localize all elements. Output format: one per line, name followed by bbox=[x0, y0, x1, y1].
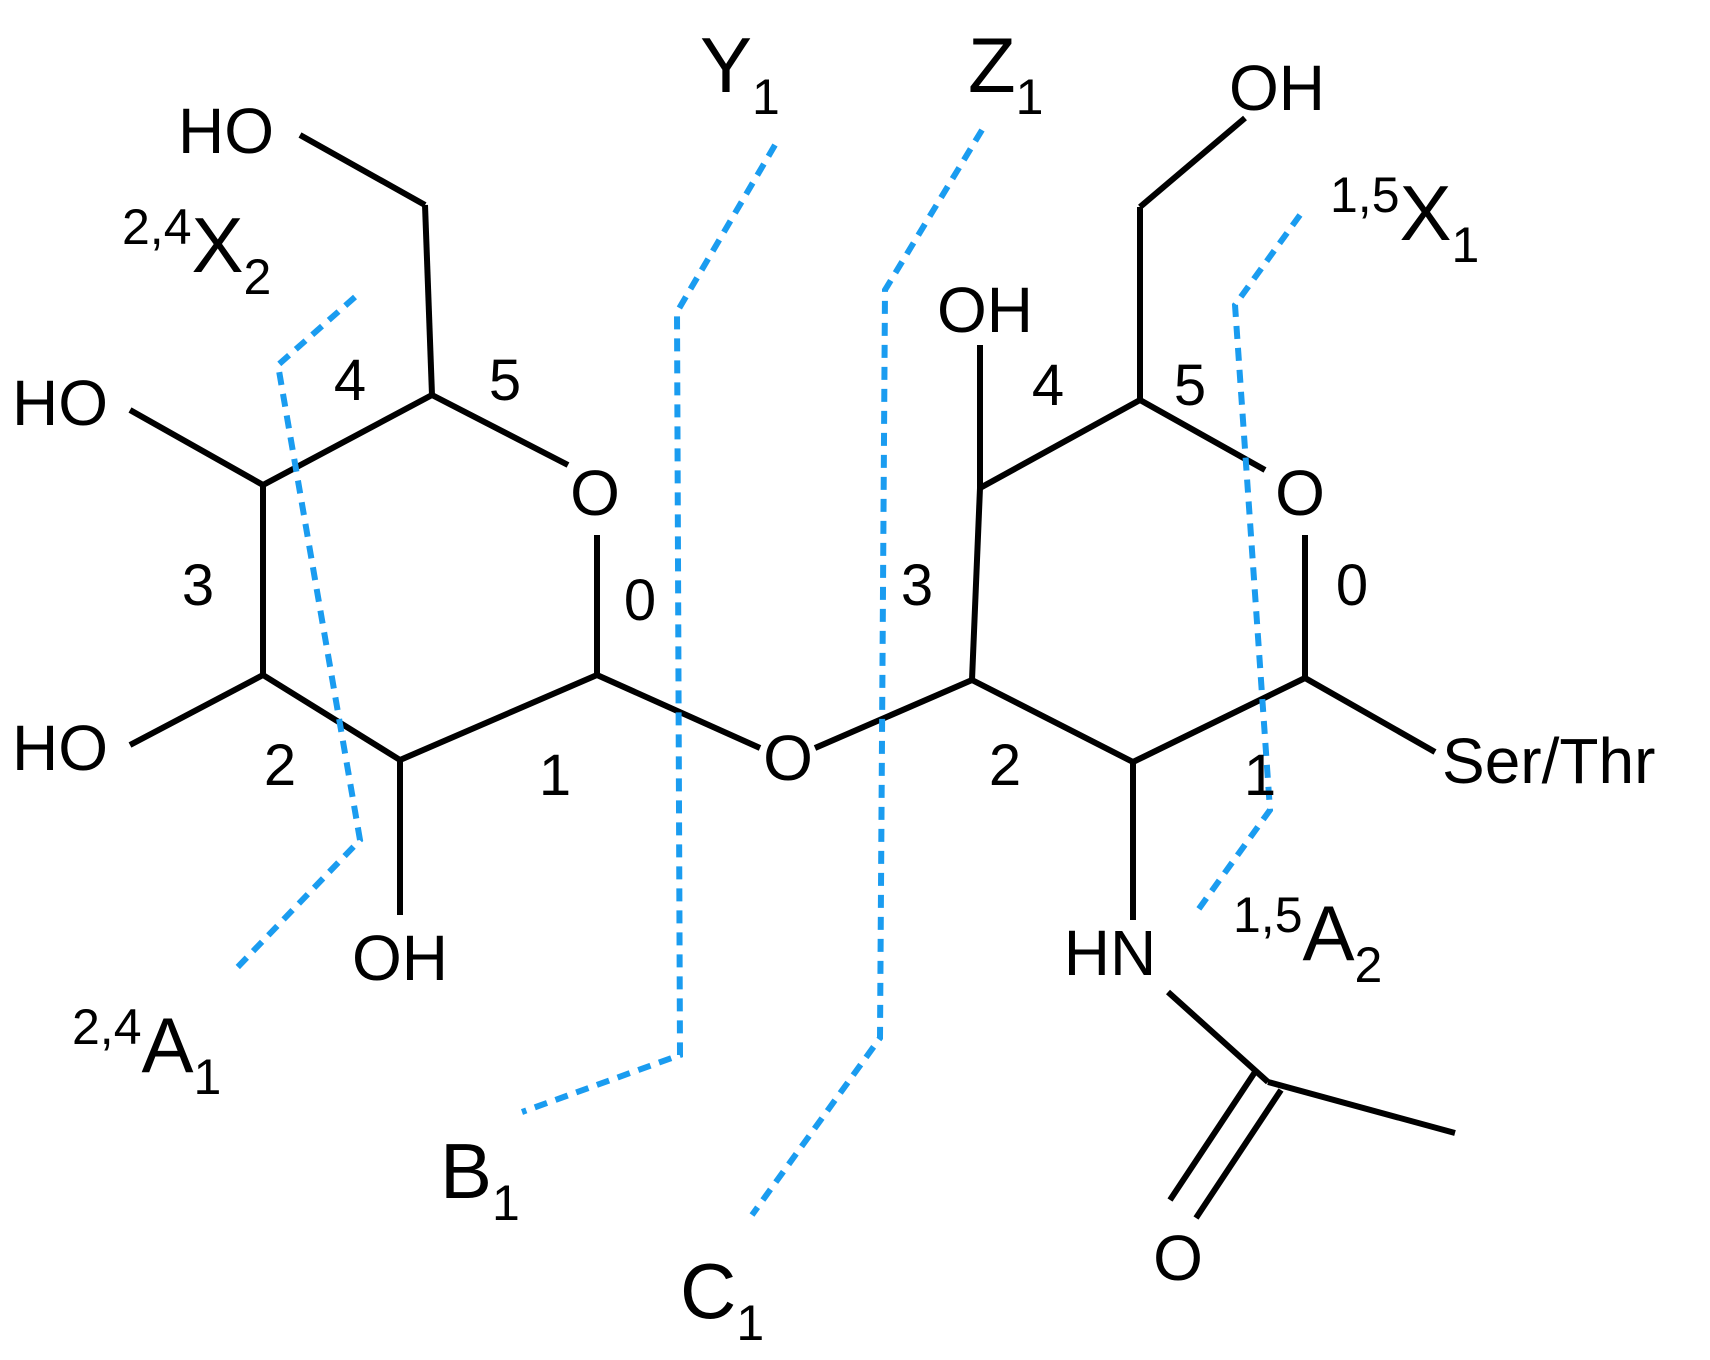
ring1-position-4: 4 bbox=[334, 348, 366, 413]
cleavage-z1-c1 bbox=[749, 128, 985, 1217]
fragment-label-24x2: 2,4X2 bbox=[122, 199, 271, 305]
cleavage-y1-b1 bbox=[520, 143, 778, 1115]
cleavage-15-ring2 bbox=[1195, 213, 1303, 912]
carbonyl-oxygen: O bbox=[1153, 1222, 1203, 1294]
bond-c2-c1-right bbox=[1131, 675, 1307, 765]
bond-c3-c4-right bbox=[969, 487, 983, 681]
hydroxyl-c4-right: OH bbox=[937, 274, 1033, 346]
bond-c4-c5-right bbox=[978, 397, 1142, 491]
bond-c1-glyco-o bbox=[595, 672, 762, 751]
ring-numbers-right: 0 1 2 3 4 5 bbox=[901, 353, 1368, 808]
ring2-position-0: 0 bbox=[1336, 553, 1368, 618]
bond-c3-c2-right bbox=[970, 677, 1135, 765]
ring1-position-0: 0 bbox=[624, 568, 656, 633]
bond-c1-c2 bbox=[398, 672, 599, 763]
fragment-label-b1: B1 bbox=[440, 1127, 520, 1231]
fragment-label-c1: C1 bbox=[680, 1247, 764, 1351]
bond-c6-oh-right bbox=[1138, 115, 1247, 210]
ring1-oxygen: O bbox=[570, 457, 620, 529]
bond-c4-c5 bbox=[261, 392, 434, 488]
ring2-position-1: 1 bbox=[1244, 743, 1276, 808]
ring2-position-4: 4 bbox=[1032, 353, 1064, 418]
ring1-position-1: 1 bbox=[539, 743, 571, 808]
bond-carbonyl-o-1 bbox=[1167, 1070, 1258, 1202]
ring2-position-5: 5 bbox=[1174, 353, 1206, 418]
fragment-label-y1: Y1 bbox=[700, 21, 780, 125]
fragment-labels: 2,4X2 2,4A1 Y1 B1 Z1 C1 1,5X1 1,5A2 bbox=[72, 21, 1479, 1351]
ring2-position-2: 2 bbox=[989, 733, 1021, 798]
ser-thr-label: Ser/Thr bbox=[1442, 725, 1655, 797]
bond-c3-oh bbox=[128, 672, 265, 748]
ring1-position-2: 2 bbox=[264, 733, 296, 798]
ring2-oxygen: O bbox=[1275, 457, 1325, 529]
bond-c5-o5 bbox=[430, 392, 570, 468]
bond-glyco-o-c3 bbox=[813, 677, 974, 751]
hydroxyl-top-right: OH bbox=[1229, 52, 1325, 124]
bond-c6-oh bbox=[298, 132, 427, 208]
amine-nh: HN bbox=[1064, 917, 1156, 989]
fragment-label-24a1: 2,4A1 bbox=[72, 999, 221, 1105]
bond-c1-ser bbox=[1303, 675, 1437, 755]
right-ring-bonds bbox=[813, 115, 1456, 1220]
bond-c2-c3 bbox=[261, 672, 402, 763]
ring2-position-3: 3 bbox=[901, 553, 933, 618]
fragment-label-z1: Z1 bbox=[968, 21, 1043, 125]
hydroxyl-top-left: HO bbox=[178, 95, 274, 167]
bond-c5-c6 bbox=[422, 204, 435, 396]
ring1-position-3: 3 bbox=[182, 553, 214, 618]
bond-carbonyl-o-2 bbox=[1193, 1088, 1284, 1220]
ring-numbers-left: 0 1 2 3 4 5 bbox=[182, 348, 656, 808]
bond-c4-oh bbox=[128, 407, 265, 488]
cleavage-lines bbox=[230, 128, 1303, 1217]
bond-carbonyl-methyl bbox=[1267, 1079, 1456, 1136]
cleavage-24-ring1 bbox=[230, 294, 364, 975]
glycosidic-oxygen: O bbox=[763, 722, 813, 794]
hydroxyl-c3: HO bbox=[12, 367, 108, 439]
left-ring-bonds bbox=[128, 132, 762, 915]
hydroxyl-bottom: OH bbox=[352, 922, 448, 994]
fragment-label-15a2: 1,5A2 bbox=[1233, 887, 1382, 993]
bond-n-carbonyl bbox=[1165, 989, 1271, 1085]
fragment-label-15x1: 1,5X1 bbox=[1330, 167, 1479, 273]
hydroxyl-c2: HO bbox=[12, 712, 108, 784]
atom-labels: HO HO HO OH O O OH OH O HN O Ser/Thr bbox=[12, 52, 1655, 1294]
ring1-position-5: 5 bbox=[489, 348, 521, 413]
